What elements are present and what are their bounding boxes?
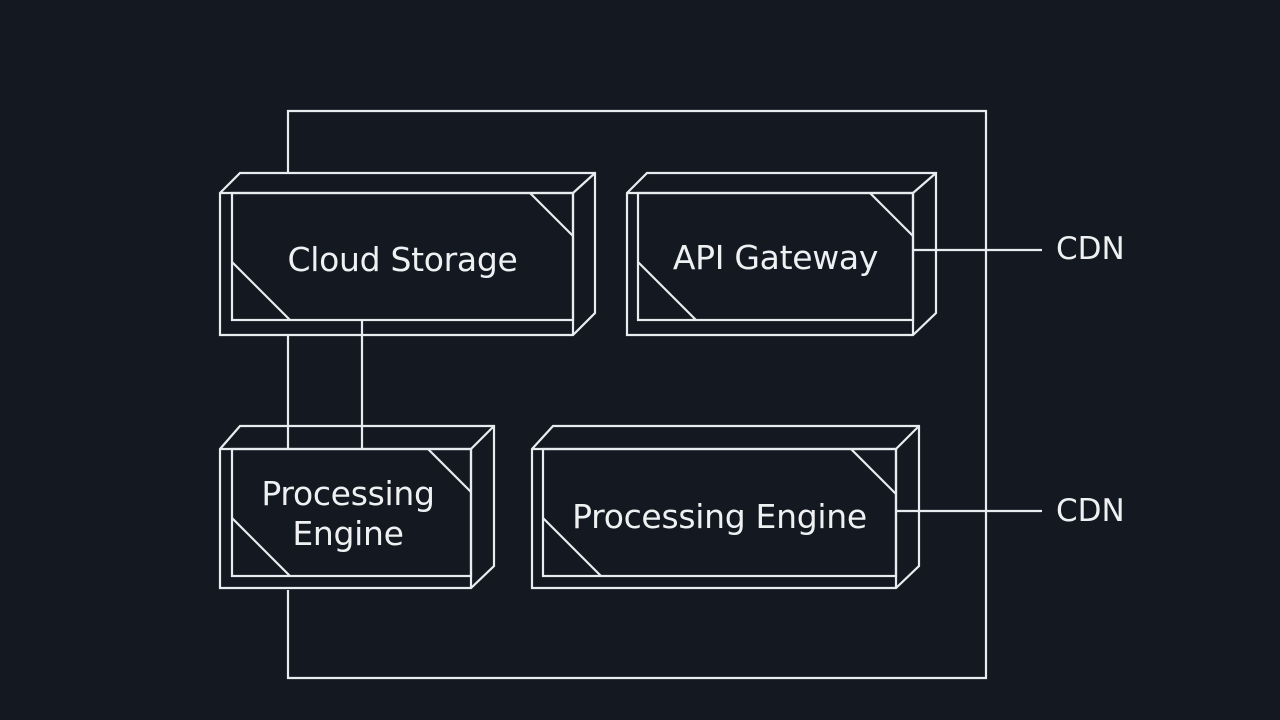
processing-engine-left-label: Processing Engine: [232, 474, 464, 554]
api-gateway-box: [625, 171, 938, 337]
cloud-storage-label: Cloud Storage: [287, 240, 518, 279]
cdn-bottom-label: CDN: [1056, 493, 1125, 529]
api-gateway-label: API Gateway: [672, 238, 879, 277]
processing-engine-left-line2: Engine: [292, 514, 404, 553]
cloud-storage-box: [218, 171, 597, 337]
container-boundary: [286, 109, 988, 680]
processing-engine-left-box: [218, 424, 496, 590]
cdn-top-label: CDN: [1056, 231, 1125, 267]
processing-engine-left-line1: Processing: [261, 474, 435, 513]
processing-engine-right-label: Processing Engine: [572, 497, 867, 536]
processing-engine-right-box: [530, 424, 921, 590]
